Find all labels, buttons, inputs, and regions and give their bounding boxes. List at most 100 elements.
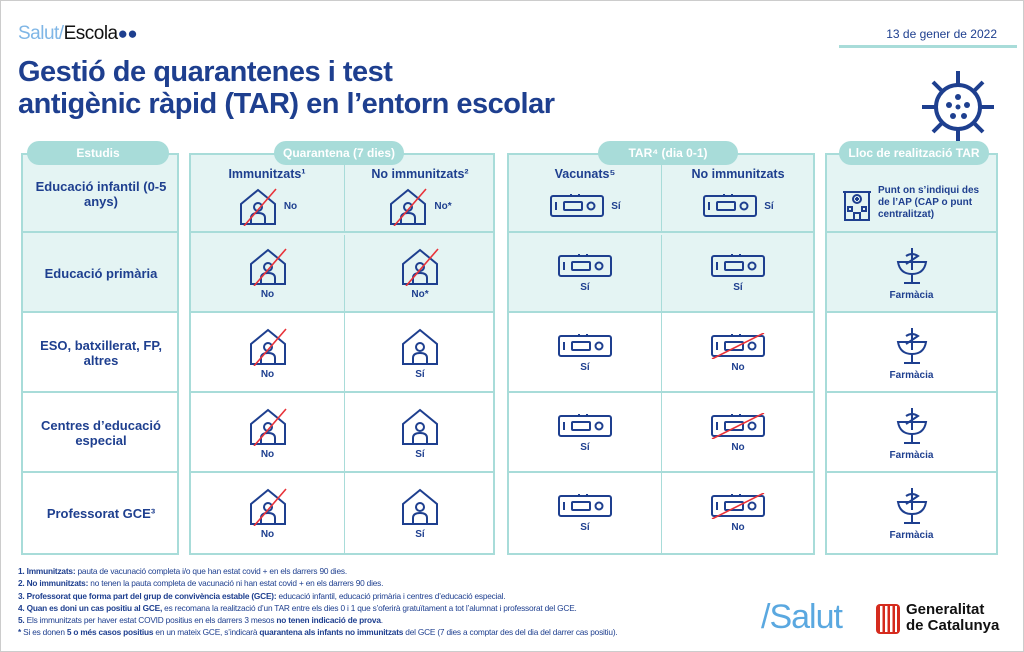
cell-value: No* [411,289,429,300]
divider [344,163,345,231]
antigen-test-icon [711,254,765,277]
footnote: 3. Professorat que forma part del grup d… [18,590,618,602]
house-person-icon [390,188,427,226]
note-text: educació infantil, educació primària i c… [276,590,506,601]
note-text: . [380,615,383,626]
title-line-1: Gestió de quarantenes i test [18,56,393,88]
footnote: * Si es donen 5 o més casos positius en … [18,626,618,638]
house-person-icon [239,188,277,226]
note-text: Els immunitzats per haver estat COVID po… [24,615,277,626]
cell-t_vac: Sí [509,233,661,313]
gen-line2: de Catalunya [906,617,1000,634]
note-text: en un mateix GCE, s’indicarà [153,627,260,638]
divider [661,235,662,553]
salut-logo: /Salut [761,598,843,636]
gen-line1: Generalitat [906,601,985,618]
cell-q_imm: No [191,183,344,229]
antigen-test-icon [558,494,612,517]
header-estudis: Estudis [27,141,169,165]
cell-t_noimm: Sí [662,233,814,313]
cell-t_vac: Sí [509,313,661,393]
row-label-text: Professorat GCE³ [46,505,156,521]
house-person-icon [402,328,438,365]
brand-escola: Escola [63,23,119,44]
col-no-immunitzats-q: No immunitzats² [371,167,469,181]
row-divider [189,311,495,313]
cell-value: Sí [415,529,425,540]
note-bold: 5. [18,615,25,626]
footnote: 5. Els immunitzats per haver estat COVID… [18,614,618,626]
pharmacy-icon [896,247,927,284]
cell-t_noimm: No [662,313,814,393]
row-divider [189,471,495,473]
header-tar: TAR⁴ (dia 0-1) [598,141,738,165]
cell-lloc: Farmàcia [827,233,996,313]
row-label: Professorat GCE³ [31,473,171,553]
note-bold: 4. Quan es doni un cas positiu al GCE, [18,602,163,613]
cell-q_imm: No [191,393,344,473]
virus-icon [922,71,994,143]
cell-q_imm: No [191,313,344,393]
row-label-text: Centres d’educació especial [41,418,161,448]
footnote: 4. Quan es doni un cas positiu al GCE, e… [18,602,618,614]
cell-t_vac: Sí [509,473,661,553]
cell-value: No [260,449,275,460]
row-divider [21,391,179,393]
cell-value: Farmàcia [889,289,934,301]
cell-value: Farmàcia [889,369,934,381]
cell-value: Sí [580,522,590,533]
row-divider [507,311,815,313]
col-vacunats: Vacunats⁵ [554,167,616,181]
cell-value: Farmàcia [889,449,934,461]
cell-value: Sí [580,282,590,293]
footnote: 2. No immunitzats: no tenen la pauta com… [18,577,618,589]
cell-value: Punt on s’indiqui des de l’AP (CAP o pun… [878,185,980,220]
note-bold: quarantena als infants no immunitzats [259,627,404,638]
house-person-icon [249,488,287,526]
cell-value: Sí [415,449,425,460]
antigen-test-icon [711,413,765,439]
footnotes: 1. Immunitzats: pauta de vacunació compl… [18,565,618,639]
cell-t_noimm: No [662,393,814,473]
cell-value: No [731,442,745,453]
cell-value: Farmàcia [889,529,934,541]
cell-value: No* [434,200,452,212]
house-person-icon [249,248,287,286]
house-person-icon [402,488,438,525]
note-text: es recomana la realització d’un TAR entr… [162,602,577,613]
cell-q_noimm: No* [345,233,495,313]
row-divider [21,471,179,473]
header-quarantena: Quarantena (7 dies) [274,141,404,165]
cell-value: No [260,289,275,300]
note-bold: 5 o més casos positius [66,627,154,638]
date: 13 de gener de 2022 [886,27,997,41]
brand-salut: Salut/ [18,23,64,44]
antigen-test-icon [711,493,765,519]
cell-value: Sí [580,362,590,373]
row-divider [507,391,815,393]
row-divider [825,231,998,233]
note-text: no tenen la pauta completa de vacunació … [88,578,384,589]
col-no-immunitzats-t: No immunitzats [691,167,785,181]
note-text: del GCE (7 dies a comptar des del dia de… [403,627,618,638]
note-text: Si es donen [21,627,67,638]
row-label: Educació primària [31,233,171,313]
cell-lloc: Farmàcia [827,473,996,553]
row-label: Educació infantil (0-5 anys) [31,155,171,233]
cell-q_noimm: No* [345,183,495,229]
row-divider [189,391,495,393]
shade [827,155,996,311]
cell-t_vac: Sí [509,183,661,229]
house-person-icon [249,328,287,366]
cell-value: No [260,369,275,380]
cell-value: No [731,522,745,533]
row-divider [825,311,998,313]
pharmacy-icon [896,487,927,524]
row-divider [21,231,179,233]
col-immunitzats: Immunitzats¹ [228,167,306,181]
health-center-icon [843,191,871,221]
row-divider [825,391,998,393]
cell-value: Sí [611,200,621,212]
note-bold: 2. No immunitzats: [18,578,89,589]
